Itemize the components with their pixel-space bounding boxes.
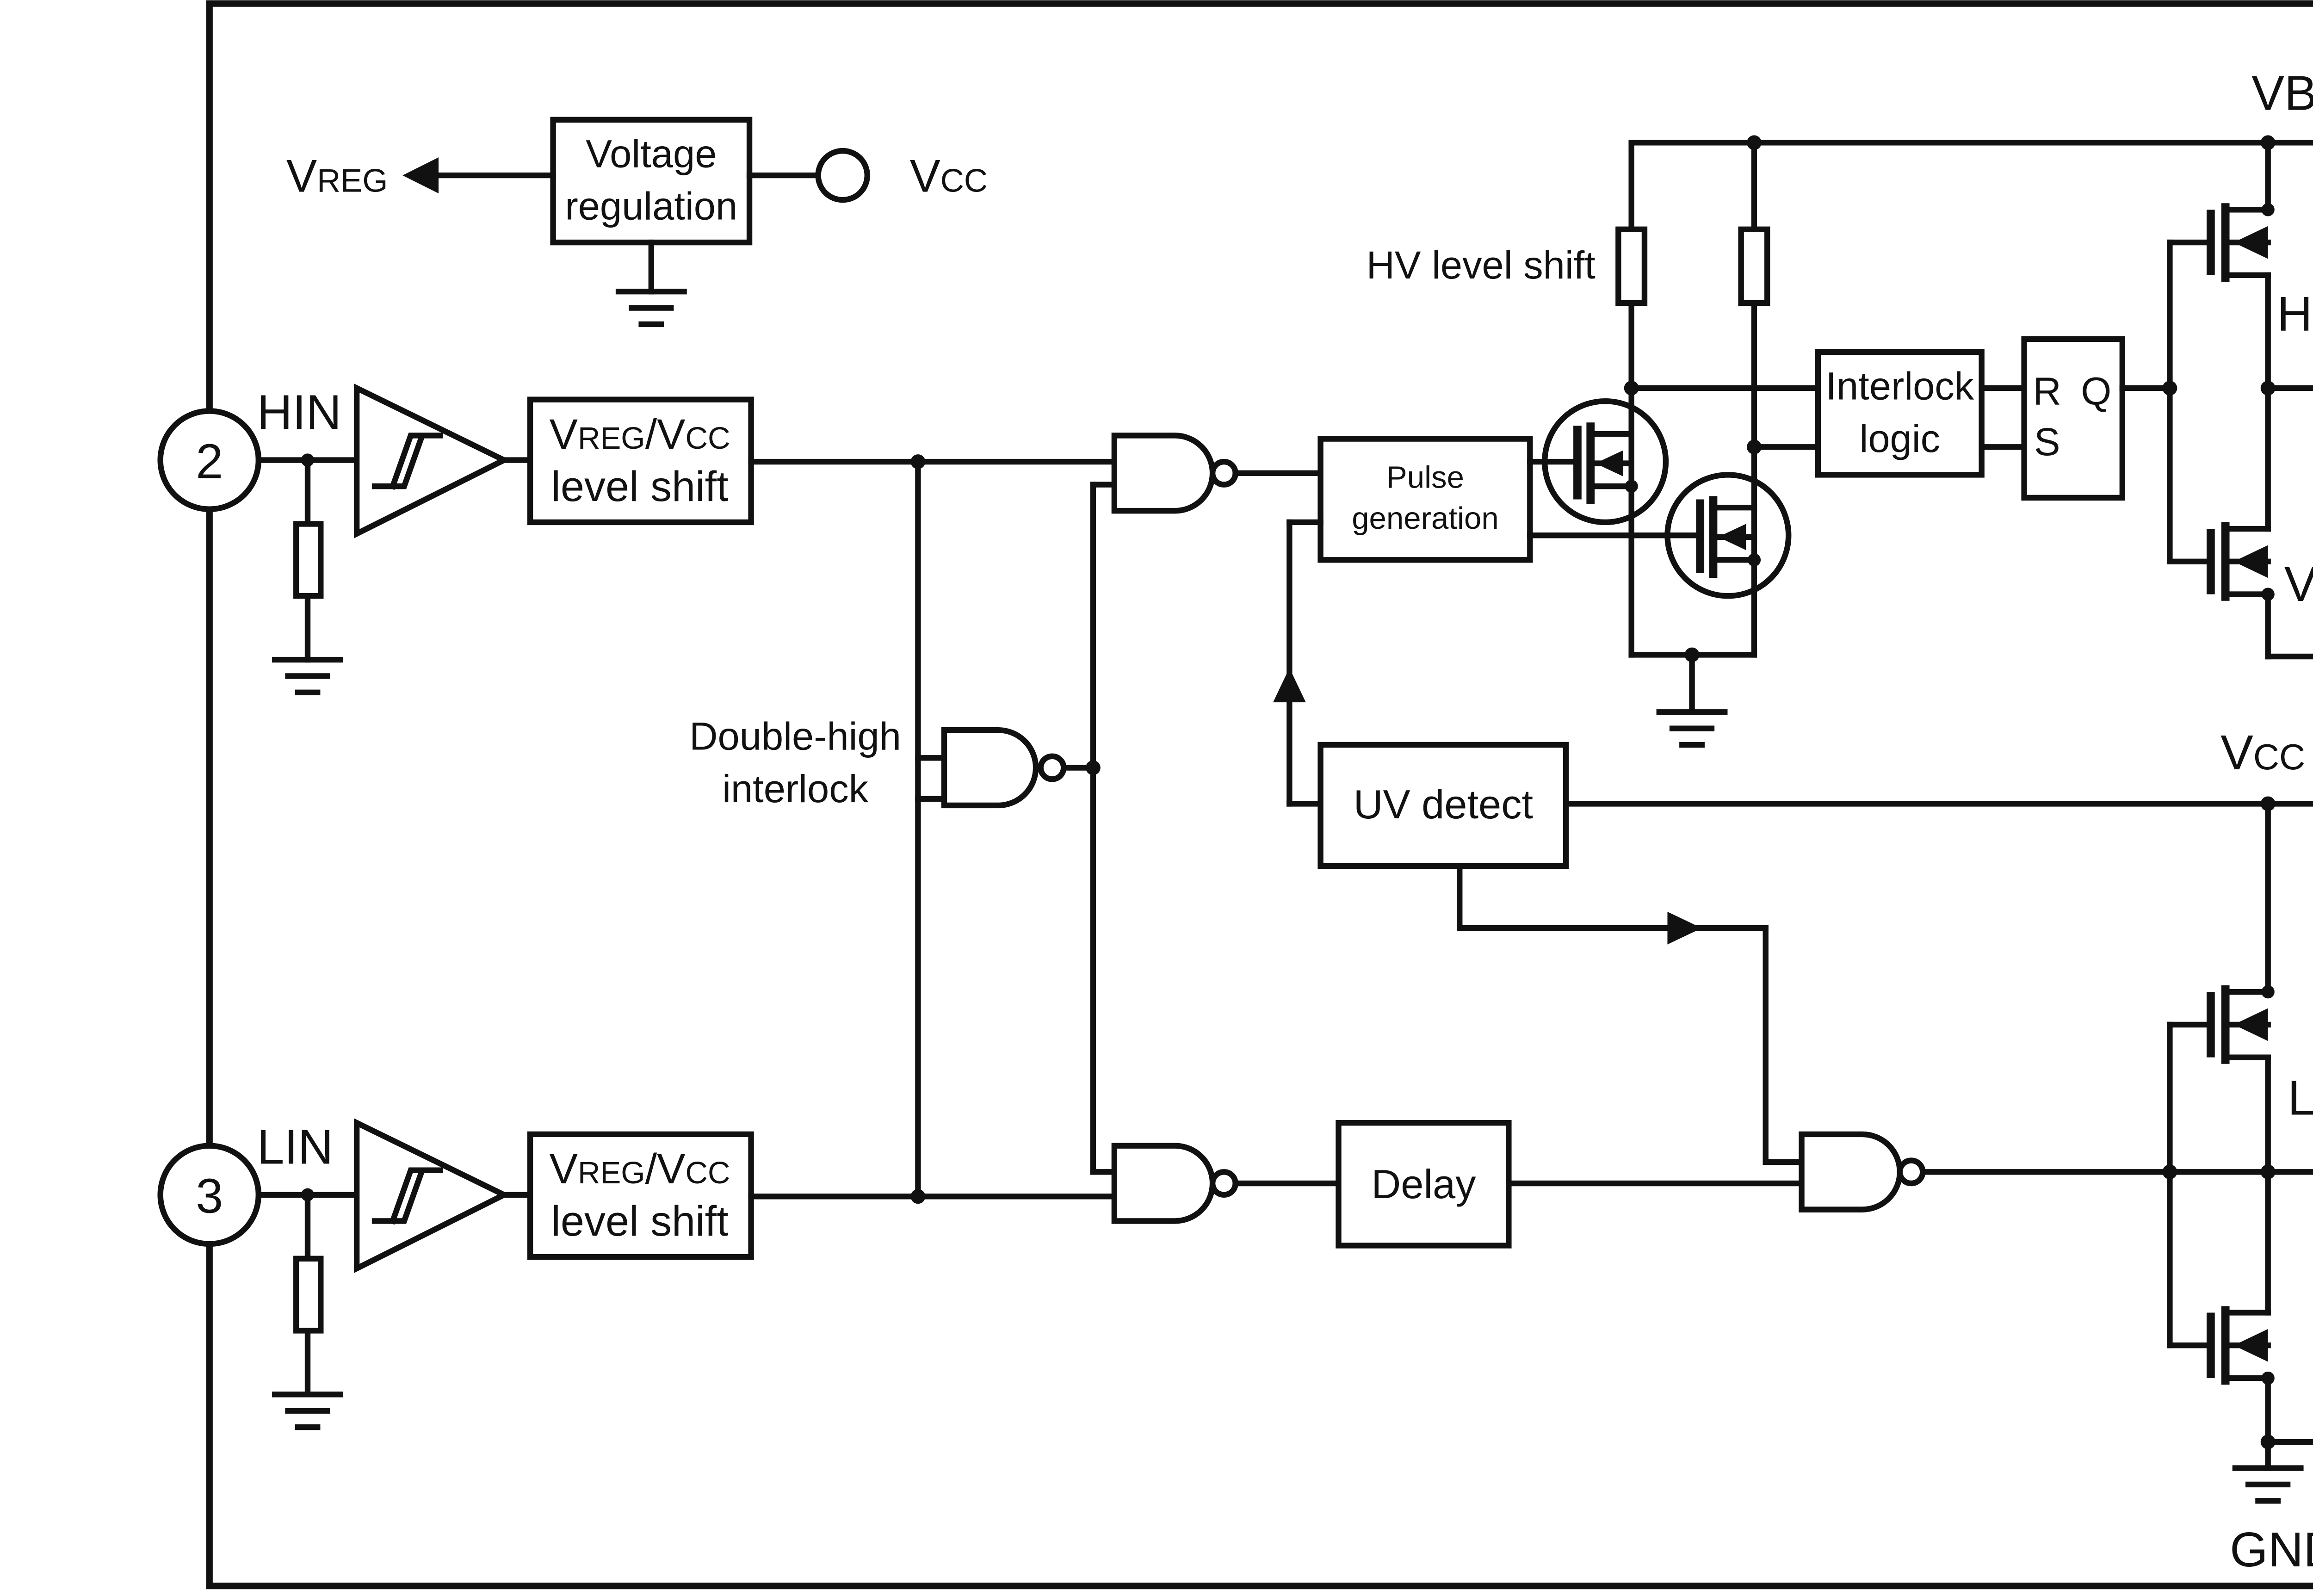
hv-level-shift-section: HV level shift	[1367, 135, 2313, 748]
output-mosfet-low-lower	[2207, 1306, 2275, 1385]
ground-icon	[272, 656, 343, 696]
schmitt-buffer-lin	[353, 1118, 511, 1273]
voltage-regulation-label-2: regulation	[565, 184, 737, 228]
pulse-generation-block	[1317, 436, 1533, 563]
hysteresis-icon	[371, 1167, 443, 1225]
ground-icon	[1656, 709, 1728, 748]
vcc-terminal-circle	[815, 148, 870, 203]
uv-detect-block	[1317, 742, 1569, 869]
level-shift-high-line-1: VREG/VCC	[550, 411, 730, 458]
output-mosfet-high-upper	[2207, 203, 2275, 282]
pin-6-label: VS	[2284, 557, 2313, 612]
delay-label: Delay	[1371, 1161, 1476, 1207]
rs-latch-q: Q	[2081, 369, 2111, 413]
level-shift-high-line-2: level shift	[551, 463, 728, 510]
pull-down-resistor-hin	[293, 521, 324, 599]
ground-icon	[615, 289, 687, 328]
pulse-generation-label-2: generation	[1352, 501, 1499, 536]
high-side-output-stage	[2167, 135, 2313, 660]
pulse-generation-label-1: Pulse	[1386, 460, 1464, 495]
pin-3-label: LIN	[257, 1120, 333, 1175]
pin-2-label: HIN	[257, 385, 341, 439]
double-high-label-2: interlock	[722, 767, 869, 810]
arrow-right-icon	[1667, 911, 1702, 945]
rs-latch-r: R	[2033, 369, 2061, 413]
voltage-regulation-label-1: Voltage	[586, 131, 717, 175]
pin-8-label: VB	[2251, 66, 2313, 121]
nand-gate-double-high	[941, 727, 1039, 809]
pull-down-resistor-lin	[293, 1256, 324, 1334]
output-pins: 8 VB 7 HO 6 VS 1 VCC 5 LO 4 GND	[2220, 66, 2313, 1577]
interlock-logic-section: Double-high interlock	[689, 433, 1342, 1224]
rs-latch-s: S	[2034, 420, 2060, 464]
level-shift-low-line-1: VREG/VCC	[550, 1145, 730, 1193]
hin-input-section: 2 HIN VREG/VCC level shift	[157, 383, 754, 696]
lin-input-section: 3 LIN VREG/VCC level shift	[157, 1118, 754, 1430]
level-shift-block-high	[527, 396, 754, 526]
schmitt-buffer-hin	[353, 383, 511, 538]
interlock-logic-label-2: logic	[1859, 416, 1940, 460]
low-side-output-stage	[2162, 796, 2313, 1504]
double-high-label-1: Double-high	[689, 714, 901, 758]
hysteresis-icon	[371, 433, 443, 490]
hv-level-shift-label: HV level shift	[1367, 243, 1596, 287]
vreg-arrow-icon	[402, 157, 439, 193]
arrow-up-icon	[1273, 668, 1306, 703]
ic-package-outline	[206, 0, 2313, 1590]
pin-4-label: GND	[2230, 1522, 2313, 1577]
vreg-label: VREG	[286, 150, 388, 201]
pin-7-label: HO	[2277, 287, 2313, 341]
nand-gate-output	[1799, 1131, 1903, 1212]
nand-bubble	[1038, 753, 1067, 782]
pin-3-number: 3	[196, 1169, 223, 1224]
latch-section: Interlock logic R S Q	[1815, 336, 2177, 501]
rs-latch-block	[2021, 336, 2126, 501]
pin-5-label: LO	[2288, 1070, 2313, 1125]
pin-1-label: VCC	[2220, 725, 2305, 780]
voltage-regulation-section: Voltage regulation VCC VREG	[286, 117, 988, 328]
ground-icon	[2232, 1465, 2304, 1504]
output-mosfet-high-lower	[2207, 522, 2275, 601]
nand-gate-low	[1111, 1143, 1216, 1224]
hv-resistor-2	[1738, 226, 1770, 306]
level-shift-low-line-2: level shift	[551, 1198, 728, 1245]
uv-detect-label: UV detect	[1354, 781, 1533, 827]
nand-gate-high	[1111, 433, 1216, 514]
ground-icon	[272, 1392, 343, 1430]
pulse-uv-delay-section: Pulse generation UV detect Delay	[1273, 436, 2313, 1249]
delay-block	[1336, 1120, 1512, 1249]
nand-bubble	[1209, 1169, 1238, 1198]
interlock-logic-block	[1815, 349, 1985, 478]
pin-2-number: 2	[196, 434, 223, 489]
vcc-label-top: VCC	[910, 150, 988, 201]
nand-bubble	[1209, 458, 1238, 488]
nand-bubble	[1897, 1157, 1926, 1187]
interlock-logic-label-1: Interlock	[1825, 364, 1974, 408]
output-mosfet-low-upper	[2207, 985, 2275, 1064]
hv-resistor-1	[1615, 226, 1648, 306]
